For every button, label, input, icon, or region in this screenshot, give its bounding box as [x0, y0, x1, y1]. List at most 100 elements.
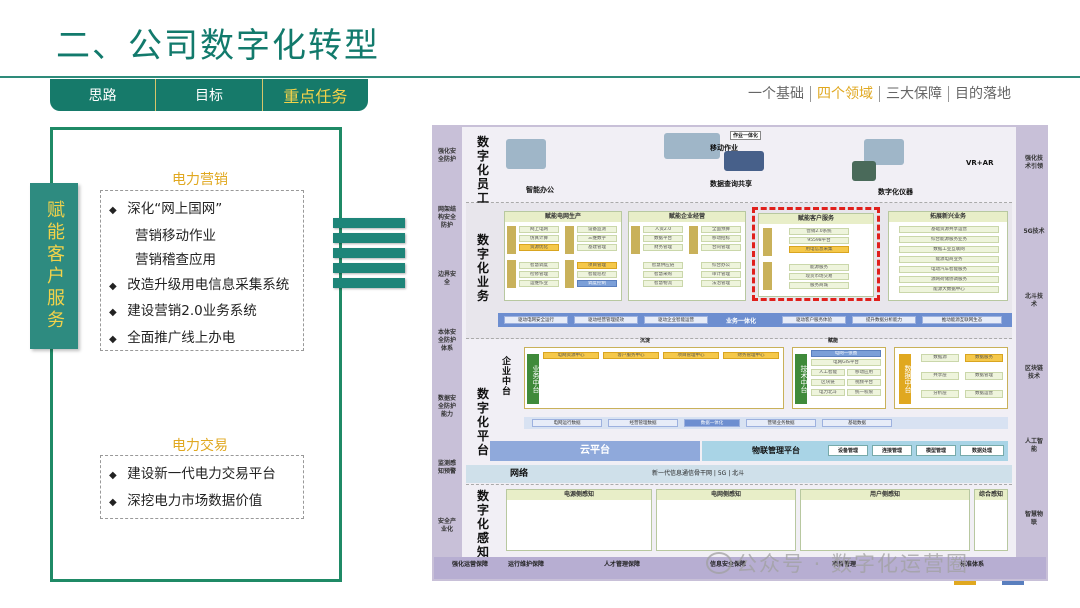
diagram-label: 智能办公 — [526, 186, 554, 194]
connector-bar — [333, 233, 405, 243]
vr-illustration — [864, 139, 904, 165]
connector-bar — [333, 248, 405, 258]
strip-label: 标准体系 — [959, 561, 984, 568]
tab-ideas[interactable]: 思路 — [50, 79, 157, 111]
iot-button: 设备管理 — [828, 445, 868, 456]
blue-button: 驱动电网安全运行 — [504, 316, 568, 324]
panel-data-center: 数据中台 数据源 数据服务 共享层 数据管理 分析层 数据运营 — [894, 347, 1008, 409]
nav-one-foundation[interactable]: 一个基础 — [742, 86, 811, 102]
network-bar: 网络 新一代信息通信骨干网 | 5G | 北斗 — [466, 465, 1012, 483]
blue-button: 推动能源互联网生态 — [922, 316, 1002, 324]
layer-title: 数字化业务 — [476, 233, 489, 303]
diagram-label: VR+AR — [966, 159, 994, 167]
panel-grid-production: 赋能电网生产 网上电网 仿真计算 资源优化 设备监测 三维数字 基建管理 智慧调… — [504, 211, 622, 301]
list-item: ◆ 深挖电力市场数据价值 — [109, 489, 295, 516]
strip-label: 运行维护保障 — [508, 561, 545, 568]
security-column: 强化安全防护 网架结构安全防护 边界安全 本体安全防护体系 数据安全防护能力 监… — [433, 127, 461, 555]
left-content-frame — [50, 127, 342, 582]
blue-button: 电网运行数据 — [532, 419, 602, 427]
side-label: 安全产业化 — [437, 518, 456, 534]
diagram-label: 移动作业 — [710, 144, 738, 152]
section-nav: 一个基础 四个领域 三大保障 目的落地 — [742, 86, 1017, 102]
nav-goal-landing[interactable]: 目的落地 — [955, 86, 1011, 102]
panel-source-sensing: 电源侧感知 — [506, 489, 652, 551]
layer-title: 数字化感知 — [476, 489, 489, 559]
diamond-bullet-icon: ◆ — [109, 205, 117, 216]
diagram-label: 企业中台 — [502, 357, 512, 397]
panel-enterprise-operation: 赋能企业经营 人资2.0 数据平台 财务管理 全面预算 移动招标 合同管理 智慧… — [628, 211, 746, 301]
blue-button: 经营管理数据 — [608, 419, 678, 427]
blue-button: 驱动经营管理提效 — [574, 316, 638, 324]
side-label: 本体安全防护体系 — [437, 328, 456, 352]
tab-key-tasks[interactable]: 重点任务 — [283, 87, 348, 106]
highlight-frame — [752, 207, 880, 301]
watermark: 公众号 · 数字化运营圈 — [736, 552, 970, 576]
layer-title: 数字化员工 — [476, 135, 489, 205]
blue-button: 驱动企业智能运营 — [644, 316, 708, 324]
architecture-diagram: 强化安全防护 网架结构安全防护 边界安全 本体安全防护体系 数据安全防护能力 监… — [432, 125, 1048, 585]
layer-title: 数字化平台 — [476, 387, 489, 457]
iot-button: 连接管理 — [872, 445, 912, 456]
nav-three-guarantees[interactable]: 三大保障 — [880, 86, 949, 102]
nav-four-domains[interactable]: 四个领域 — [811, 86, 880, 102]
panel-technology-center: 技术中台 电网一张图 电网GIS平台 人工智能 移动应用 区块链 视频平台 电力… — [792, 347, 886, 409]
list-item: ◆ 改造升级用电信息采集系统 — [109, 273, 295, 300]
diamond-bullet-icon: ◆ — [109, 307, 117, 318]
list-item: ◆ 建设营销2.0业务系统 — [109, 299, 295, 326]
layer-employee: 数字化员工 — [466, 127, 1012, 205]
diagram-label: 沉淀 — [640, 338, 651, 344]
diagram-label: 数据查询共享 — [710, 180, 752, 188]
side-label: 智慧物联 — [1024, 510, 1043, 526]
layer-sensing: 数字化感知 — [466, 485, 1012, 559]
instrument-illustration — [852, 161, 876, 181]
cloud-platform: 云平台 — [490, 441, 700, 461]
panel-grid-sensing: 电网侧感知 — [656, 489, 796, 551]
technology-column: 强化技术引领 5G技术 北斗技术 区块链技术 人工智能 智慧物联 — [1020, 127, 1048, 555]
list-item: ◆ 建设新一代电力交易平台 — [109, 462, 295, 489]
diamond-bullet-icon: ◆ — [109, 333, 117, 345]
panel-general-sensing: 综合感知 — [974, 489, 1008, 551]
mobile-work-illustration — [664, 133, 720, 159]
strip-label: 强化运营保障 — [452, 561, 489, 568]
layer-platform: 数字化平台 — [466, 339, 1012, 485]
diagram-label: 业务一体化 — [726, 318, 757, 325]
iot-button: 数据处理 — [960, 445, 1004, 456]
side-label: 强化安全防护 — [437, 147, 456, 163]
wechat-icon — [706, 552, 732, 574]
vertical-label: 赋能客户服务 — [30, 183, 78, 349]
blue-button: 数据一体化 — [684, 419, 740, 427]
legend-swatch — [1002, 581, 1024, 585]
diamond-bullet-icon: ◆ — [109, 470, 117, 481]
panel-user-sensing: 用户侧感知 — [800, 489, 970, 551]
side-label: 北斗技术 — [1024, 292, 1043, 308]
side-label: 数据安全防护能力 — [437, 394, 456, 418]
side-label: 区块链技术 — [1024, 365, 1043, 381]
blue-button: 驱动客户服务体验 — [782, 316, 846, 324]
iot-button: 模型管理 — [916, 445, 956, 456]
page-title: 二、公司数字化转型 — [56, 26, 380, 66]
side-label: 网架结构安全防护 — [437, 205, 456, 229]
side-label: 边界安全 — [437, 271, 456, 287]
diamond-bullet-icon: ◆ — [109, 280, 117, 292]
bottom-guarantee-strip: 强化运营保障 运行维护保障 人才管理保障 信息安全保障 项目管理 标准体系 — [434, 557, 1046, 579]
strip-label: 人才管理保障 — [604, 561, 641, 568]
list-item: ◆ 全面推广线上办电 — [109, 326, 295, 353]
data-server-illustration — [724, 151, 764, 171]
side-label: 强化技术引领 — [1024, 155, 1043, 171]
diagram-label: 作业一体化 — [730, 131, 762, 140]
panel-customer-service: 赋能客户服务 营销2.0系统 95598平台 用电信息采集 能源服务 现货市场交… — [758, 213, 874, 297]
tab-goals[interactable]: 目标 — [156, 79, 263, 111]
connector-bars — [333, 218, 405, 293]
panel-business-center: 业务中台 电网资源中心 客户服务中心 项目管理中心 财务管理中心 — [524, 347, 784, 409]
diagram-label: 数字化仪器 — [878, 188, 913, 196]
list-item: ◆ 深化“网上国网” — [109, 197, 295, 224]
panel-new-business: 拓展新兴业务 基础资源共享运营 综合能源服务业务 数据工业互联网 能源电商业务 … — [888, 211, 1008, 301]
side-label: 5G技术 — [1023, 227, 1045, 235]
side-label: 人工智能 — [1024, 437, 1043, 453]
connector-bar — [333, 278, 405, 288]
blue-button: 提升数据分析能力 — [852, 316, 916, 324]
network-label: 网络 — [510, 469, 529, 479]
title-underline — [0, 76, 1080, 78]
diagram-label: 赋能 — [828, 338, 839, 344]
network-detail: 新一代信息通信骨干网 | 5G | 北斗 — [652, 470, 745, 477]
